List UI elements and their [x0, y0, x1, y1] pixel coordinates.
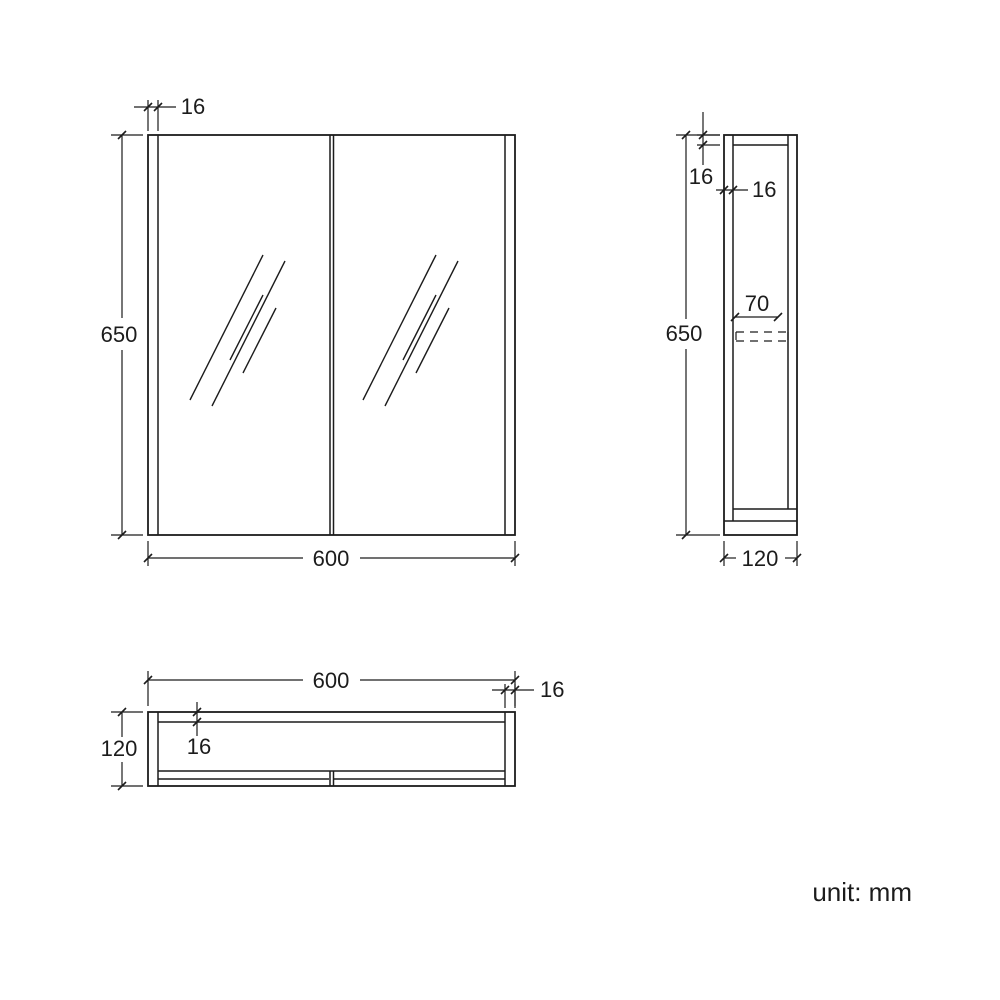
plan-width-dimension: 600 — [143, 668, 520, 706]
plan-back-thickness-label: 16 — [187, 734, 211, 759]
side-height-label: 650 — [666, 321, 703, 346]
side-view-frame-lines — [724, 135, 797, 522]
plan-back-thickness-dimension: 16 — [187, 702, 211, 759]
side-view-outline — [723, 134, 798, 536]
front-height-dimension: 650 — [101, 130, 143, 540]
side-door-thickness-dimension: 16 — [716, 177, 776, 202]
side-depth-dimension: 120 — [719, 541, 802, 571]
plan-view-outline — [147, 711, 516, 787]
front-view-outline — [147, 134, 516, 536]
plan-depth-label: 120 — [101, 736, 138, 761]
shelf-depth-dimension: 70 — [730, 291, 783, 322]
front-frame-thickness-dimension: 16 — [134, 94, 205, 131]
side-door-thickness-label: 16 — [752, 177, 776, 202]
plan-view-frame-lines — [157, 712, 506, 786]
front-width-label: 600 — [313, 546, 350, 571]
shelf-hidden-lines — [735, 331, 789, 342]
front-view-frame-lines — [157, 135, 506, 535]
side-depth-label: 120 — [742, 546, 779, 571]
plan-side-thickness-label: 16 — [540, 677, 564, 702]
shelf-depth-label: 70 — [745, 291, 769, 316]
side-height-dimension: 650 — [666, 130, 720, 540]
mirror-glass-icon — [362, 254, 459, 407]
plan-side-thickness-dimension: 16 — [492, 677, 564, 708]
mirror-glass-icon — [189, 254, 286, 407]
front-height-label: 650 — [101, 322, 138, 347]
side-top-thickness-dimension: 16 — [689, 112, 720, 189]
front-width-dimension: 600 — [143, 541, 520, 571]
front-frame-thickness-label: 16 — [181, 94, 205, 119]
plan-width-label: 600 — [313, 668, 350, 693]
plan-view: 600 16 16 120 — [101, 668, 564, 791]
side-top-thickness-label: 16 — [689, 164, 713, 189]
side-view: 70 16 16 650 — [666, 112, 802, 571]
front-view: 16 650 600 — [101, 94, 520, 571]
plan-depth-dimension: 120 — [101, 707, 143, 791]
unit-label: unit: mm — [812, 877, 912, 907]
